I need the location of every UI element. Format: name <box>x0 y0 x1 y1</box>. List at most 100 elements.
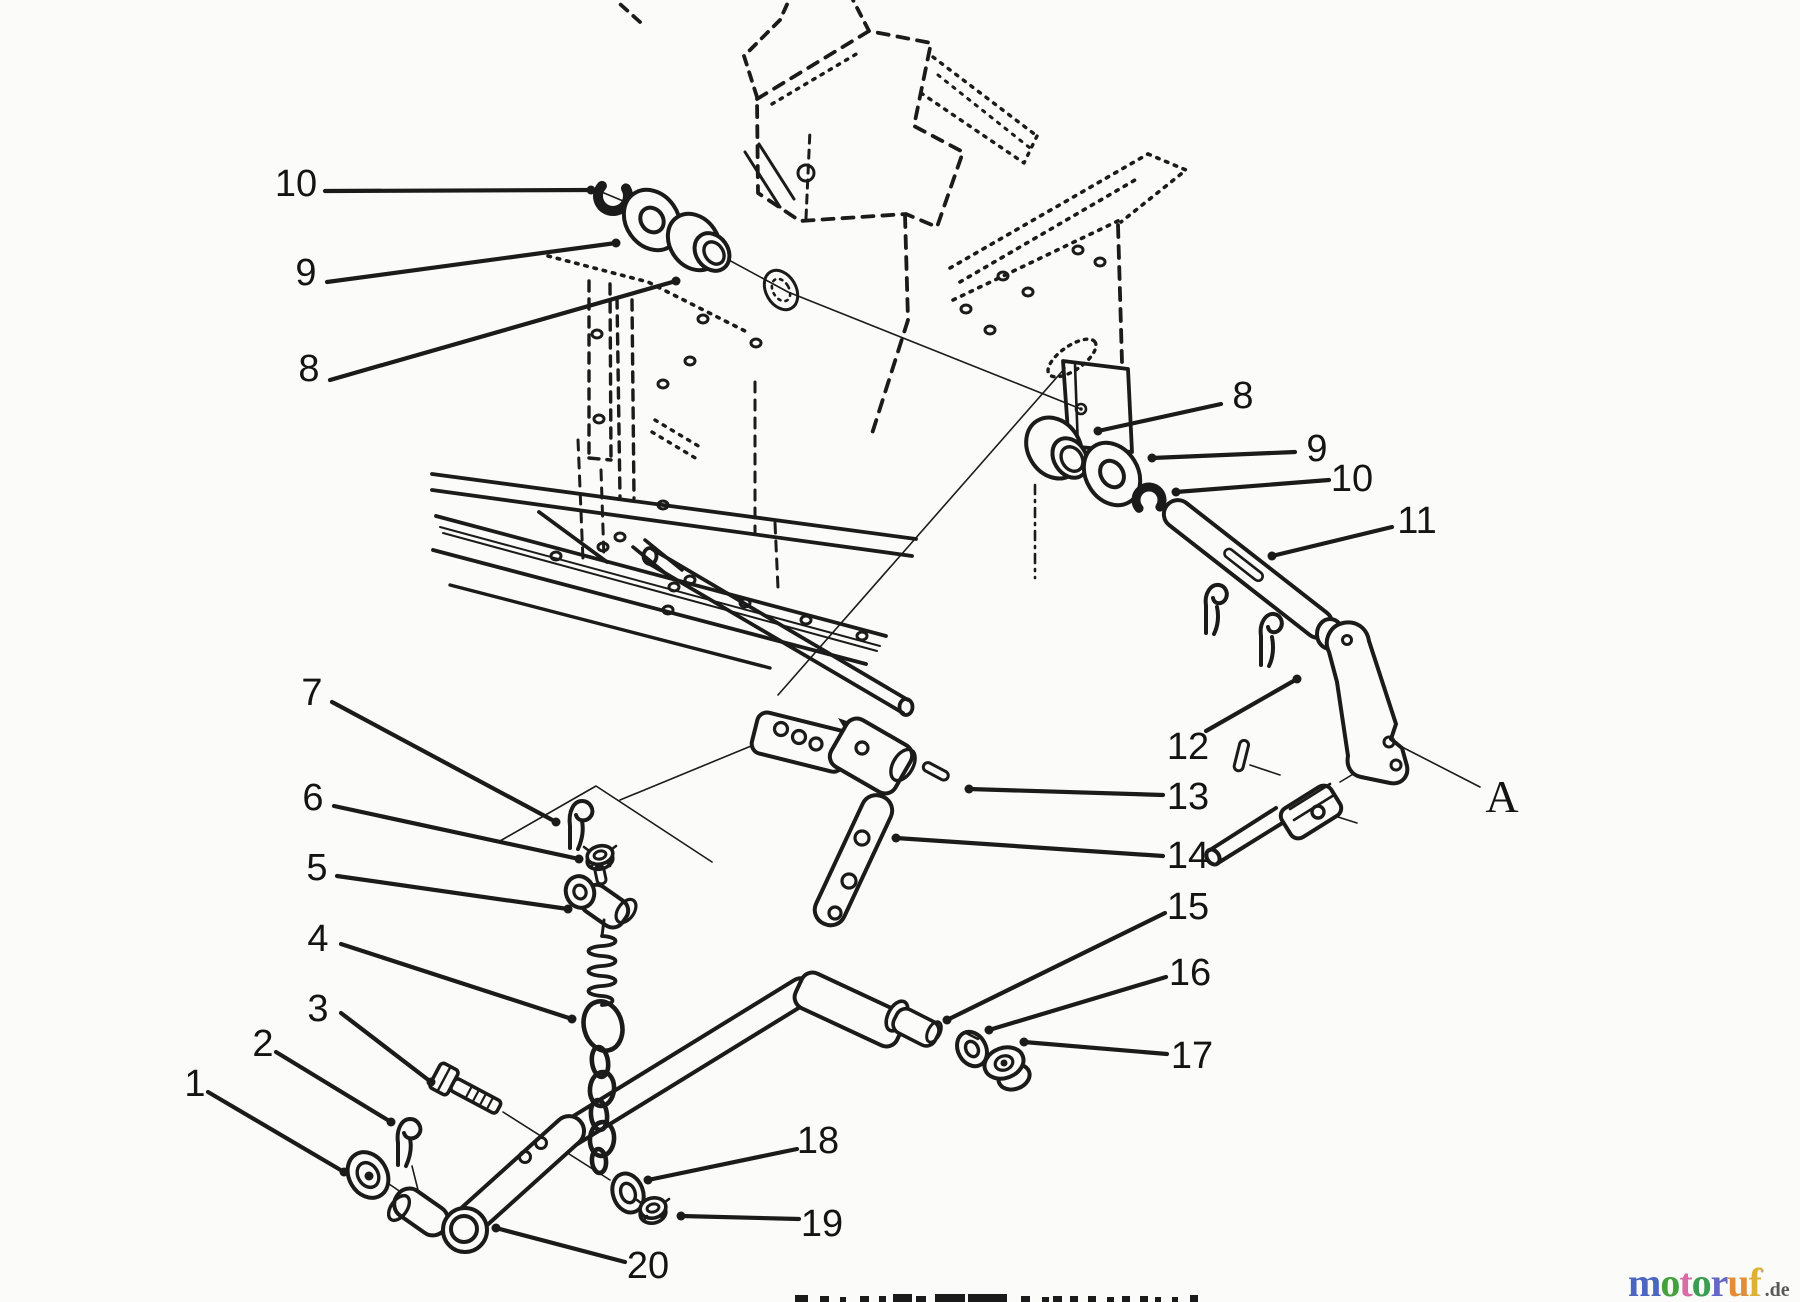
callout-label-4: 4 <box>307 918 328 960</box>
e-clip-10-left <box>593 176 633 217</box>
cotter-pin-13-right <box>1232 738 1251 773</box>
leader-20 <box>491 1223 628 1265</box>
callout-label-9-left: 9 <box>295 252 316 294</box>
callout-label-1: 1 <box>184 1063 205 1105</box>
frame-cross-rod <box>641 546 915 717</box>
logo-word: motoruf <box>1628 1260 1762 1302</box>
hairpin-cotter-7 <box>567 799 595 851</box>
callout-label-10-left: 10 <box>275 163 317 205</box>
frame-curved-slot <box>1046 337 1098 379</box>
spring-4 <box>586 934 618 1007</box>
callout-label-20: 20 <box>627 1245 669 1287</box>
callout-label-A: A <box>1485 771 1518 822</box>
leader-12 <box>1203 674 1302 734</box>
leader-5 <box>334 873 573 914</box>
callout-labels: 10 9 8 8 9 10 11 12 13 14 15 16 17 A 7 6… <box>184 163 1518 1287</box>
callout-label-8-right: 8 <box>1232 375 1253 417</box>
leader-6 <box>331 803 584 864</box>
cam-cylinder <box>827 716 917 796</box>
lift-lever-14 <box>812 793 895 928</box>
clipped-caption-fragments <box>795 1294 1198 1302</box>
leader-8-right <box>1093 401 1224 436</box>
frame-rails <box>430 472 918 670</box>
bushing-8-right <box>1024 415 1090 481</box>
callout-label-14: 14 <box>1167 835 1209 877</box>
leader-4 <box>338 941 577 1024</box>
leader-16 <box>984 974 1169 1035</box>
hex-bolt-3 <box>428 1061 503 1115</box>
callout-label-6: 6 <box>302 777 323 819</box>
leader-11 <box>1267 524 1395 561</box>
callout-label-17: 17 <box>1171 1035 1213 1077</box>
leader-lines <box>205 185 1481 1265</box>
rod-end-5 <box>563 864 638 938</box>
leader-14 <box>891 833 1166 859</box>
frame-right-plate-edge <box>1116 223 1124 364</box>
callout-label-7: 7 <box>301 672 322 714</box>
chain <box>581 999 625 1176</box>
logo-letter: o <box>1691 1260 1712 1302</box>
lock-washer-16 <box>955 1029 989 1069</box>
logo-tld: .de <box>1764 1279 1790 1301</box>
leader-2 <box>273 1049 396 1127</box>
logo-letter: o <box>1660 1260 1680 1302</box>
logo-letter: t <box>1679 1260 1692 1302</box>
alignment-line <box>499 785 713 863</box>
callout-label-3: 3 <box>307 988 328 1030</box>
logo-letter: r <box>1710 1260 1729 1302</box>
callout-label-10-right: 10 <box>1331 458 1373 500</box>
frame-tower <box>755 29 965 229</box>
leader-A <box>1403 747 1481 788</box>
hairpin-cotter-2 <box>395 1117 423 1168</box>
leader-17 <box>1019 1037 1170 1057</box>
callout-label-9-right: 9 <box>1306 428 1327 470</box>
leader-9-right <box>1147 449 1298 463</box>
logo-trademark: ' <box>1761 1266 1765 1281</box>
pivot-shaft-15 <box>792 970 943 1049</box>
callout-label-19: 19 <box>801 1203 843 1245</box>
e-clip-10-right <box>1131 482 1167 518</box>
frame-right-bracket <box>1061 359 1134 454</box>
frame-pivot-hole <box>762 268 800 312</box>
leader-8-left <box>327 276 681 383</box>
leader-7 <box>329 699 561 827</box>
cotter-pin-12a <box>1203 582 1229 636</box>
flange-nut-17 <box>982 1045 1032 1092</box>
callout-label-16: 16 <box>1169 952 1211 994</box>
leader-18 <box>643 1146 800 1185</box>
leader-10-left <box>322 185 596 195</box>
callout-label-18: 18 <box>797 1120 839 1162</box>
keps-nut-19 <box>635 1196 671 1225</box>
logo-letter: u <box>1727 1260 1749 1302</box>
lever-20 <box>441 1114 587 1254</box>
callout-label-5: 5 <box>306 847 327 889</box>
leader-1 <box>205 1089 349 1177</box>
callout-label-15: 15 <box>1167 886 1209 928</box>
leader-10-right <box>1171 477 1332 497</box>
cotter-pin-12b <box>1258 611 1284 668</box>
washer-9-right <box>1081 440 1143 508</box>
leader-13 <box>964 784 1166 798</box>
logo-letter: m <box>1628 1260 1661 1302</box>
pin-13-center <box>921 761 950 782</box>
washer-1 <box>345 1150 391 1200</box>
callout-label-12: 12 <box>1167 726 1209 768</box>
washer-18 <box>610 1171 646 1215</box>
hanger-bracket-A <box>1324 620 1410 786</box>
tractor-frame <box>388 0 1361 1206</box>
leader-19 <box>676 1211 802 1222</box>
clevis-trunnion-rod <box>1204 782 1344 867</box>
callout-label-8-left: 8 <box>298 348 319 390</box>
frame-strap <box>587 279 613 462</box>
motoruf-logo: motoruf'.de <box>1628 1254 1798 1302</box>
leader-9-left <box>324 238 621 285</box>
callout-label-13: 13 <box>1167 776 1209 818</box>
bushing-8-left <box>665 211 732 273</box>
keps-nut-6 <box>582 843 618 872</box>
leader-15 <box>942 910 1168 1025</box>
logo-letter: f <box>1748 1260 1762 1302</box>
callout-label-11: 11 <box>1397 500 1436 542</box>
callout-label-2: 2 <box>252 1023 273 1065</box>
